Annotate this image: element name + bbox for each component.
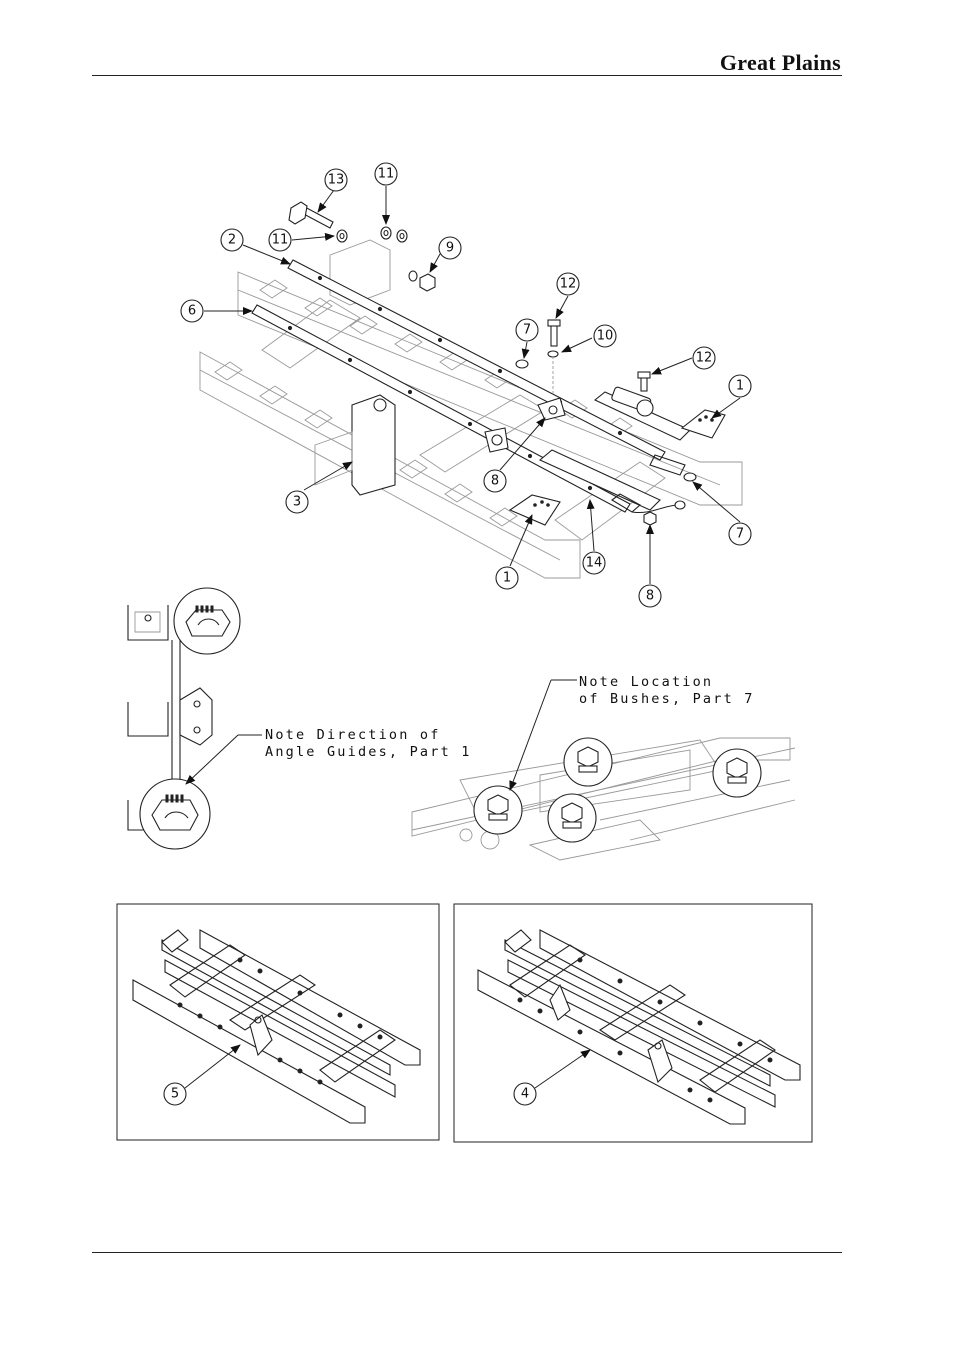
svg-text:1: 1: [736, 379, 744, 394]
callout-8: 8: [639, 585, 661, 607]
frame-panel-left: 5: [117, 904, 439, 1140]
callout-11: 11: [375, 163, 397, 185]
svg-text:2: 2: [228, 233, 236, 248]
callout-balloons: 13 11 11 2 9 6 12 7 10 12 1 8 3 7 1 14 8: [181, 163, 751, 607]
svg-text:14: 14: [586, 556, 603, 571]
panel-label-5: 5: [164, 1083, 186, 1105]
callout-3: 3: [286, 491, 308, 513]
callout-1: 1: [729, 375, 751, 397]
callout-13: 13: [325, 169, 347, 191]
frame-panel-right: 4: [454, 904, 812, 1142]
bushes-note-line2: of Bushes, Part 7: [579, 691, 755, 707]
callout-7: 7: [516, 319, 538, 341]
svg-text:5: 5: [171, 1087, 179, 1102]
svg-text:12: 12: [696, 351, 713, 366]
panel-label-4: 4: [514, 1083, 536, 1105]
callout-2: 2: [221, 229, 243, 251]
bushes-note-line1: Note Location: [579, 674, 713, 690]
callout-12: 12: [557, 273, 579, 295]
svg-text:1: 1: [503, 571, 511, 586]
svg-text:7: 7: [736, 527, 744, 542]
svg-text:12: 12: [560, 277, 577, 292]
callout-10: 10: [594, 325, 616, 347]
svg-text:10: 10: [597, 329, 614, 344]
svg-text:4: 4: [521, 1087, 529, 1102]
svg-text:6: 6: [188, 304, 196, 319]
svg-text:7: 7: [523, 323, 531, 338]
callout-11: 11: [269, 229, 291, 251]
callout-14: 14: [583, 552, 605, 574]
svg-text:9: 9: [446, 241, 454, 256]
svg-text:11: 11: [378, 167, 395, 182]
callout-1: 1: [496, 567, 518, 589]
svg-text:13: 13: [328, 173, 345, 188]
svg-text:8: 8: [646, 589, 654, 604]
callout-8: 8: [484, 470, 506, 492]
bushes-detail: Note Location of Bushes, Part 7: [412, 674, 795, 860]
svg-text:8: 8: [491, 474, 499, 489]
callout-6: 6: [181, 300, 203, 322]
angle-guides-note-line2: Angle Guides, Part 1: [265, 744, 472, 760]
angle-guides-note-line1: Note Direction of: [265, 727, 441, 743]
callout-12: 12: [693, 347, 715, 369]
callout-7: 7: [729, 523, 751, 545]
svg-text:3: 3: [293, 495, 301, 510]
exploded-assembly: [200, 202, 742, 578]
svg-text:11: 11: [272, 233, 289, 248]
callout-9: 9: [439, 237, 461, 259]
